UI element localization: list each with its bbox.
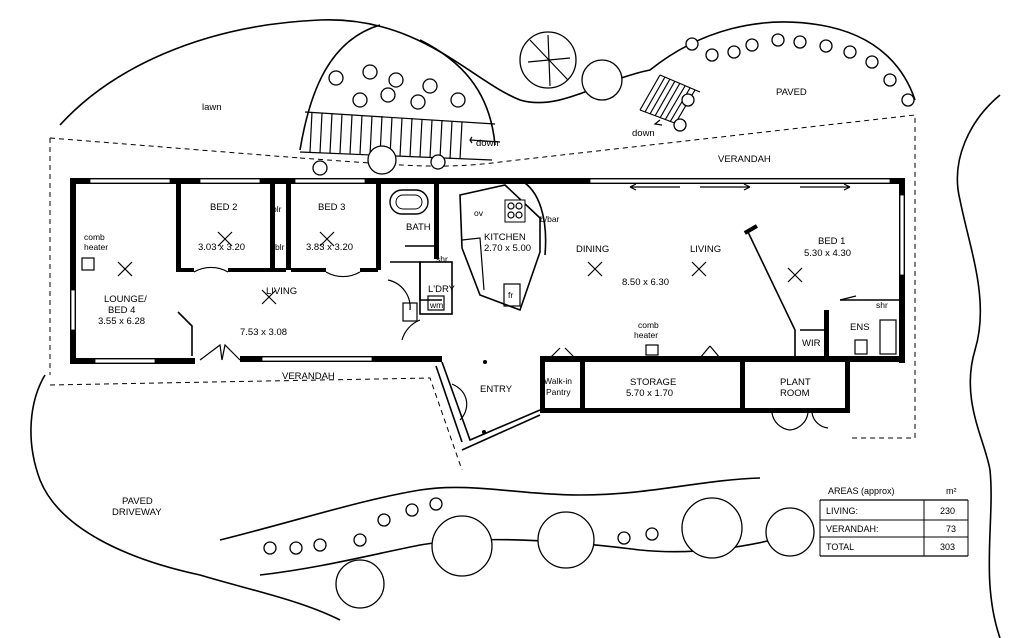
areas-table-header: AREAS (approx)	[828, 486, 895, 496]
paved-driveway-label-2: DRIVEWAY	[112, 507, 162, 518]
bed3-dims: 3.83 x 3.20	[306, 242, 353, 253]
bed1-label: BED 1	[818, 236, 845, 247]
steps-right	[639, 74, 701, 126]
doors	[193, 183, 857, 431]
verandah-top-label: VERANDAH	[718, 154, 771, 165]
lounge-dims: 3.55 x 6.28	[98, 316, 145, 327]
lawn-path-edge-2	[419, 39, 496, 146]
comb-heater-mid-label-2: heater	[634, 330, 658, 340]
areas-row-living-value: 230	[940, 506, 955, 516]
driveway-edge-top	[219, 477, 761, 541]
lawn-path-edge	[299, 24, 381, 151]
comb-heater-mid-label-1: comb	[638, 320, 659, 330]
shr-bath-label: shr	[436, 254, 448, 264]
room-markers	[117, 231, 803, 305]
dining-label: DINING	[576, 244, 609, 255]
bed1-dims: 5.30 x 4.30	[804, 248, 851, 259]
verandah-top-outline	[49, 114, 916, 439]
dining-living-dims: 8.50 x 6.30	[622, 277, 669, 288]
living-right-label: LIVING	[690, 244, 721, 255]
blr-label-1: blr	[272, 204, 282, 214]
wm-label: wm	[429, 300, 443, 310]
oven-label: ov	[474, 208, 484, 218]
room-labels: lawn down down PAVED VERANDAH VERANDAH c…	[84, 87, 888, 518]
paved-driveway-label-1: PAVED	[122, 496, 153, 507]
landscaping-trees	[263, 31, 915, 609]
wir-label: WIR	[802, 338, 821, 349]
areas-table: AREAS (approx) m² LIVING: 230 VERANDAH: …	[819, 478, 969, 558]
comb-heater-left-label-1: comb	[84, 232, 105, 242]
storage-label: STORAGE	[630, 377, 676, 388]
comb-heater-left-label-2: heater	[84, 242, 108, 252]
bbar-label: b/bar	[540, 214, 560, 224]
ens-label: ENS	[850, 322, 870, 333]
walkin-label-1: Walk-in	[544, 376, 572, 386]
areas-row-living-label: LIVING:	[826, 506, 858, 516]
plant-room-label-1: PLANT	[780, 377, 811, 388]
bath-label: BATH	[406, 222, 431, 233]
down-label-right: down	[632, 128, 655, 139]
lounge-label-1: LOUNGE/	[104, 294, 147, 305]
entry-label: ENTRY	[480, 384, 513, 395]
site-boundary-left	[30, 374, 341, 621]
areas-row-total-value: 303	[940, 542, 955, 552]
verandah-bottom-label: VERANDAH	[282, 371, 335, 382]
living-left-dims: 7.53 x 3.08	[240, 327, 287, 338]
walkin-label-2: Pantry	[546, 387, 571, 397]
kitchen-label: KITCHEN	[484, 232, 526, 243]
blr-label-2: blr	[275, 242, 285, 252]
house-walls	[70, 178, 905, 451]
site-boundary-right	[956, 94, 1001, 638]
areas-row-total-label: TOTAL	[826, 542, 854, 552]
kitchen-dims: 2.70 x 5.00	[484, 243, 531, 254]
areas-table-unit: m²	[946, 486, 957, 496]
areas-row-verandah-value: 73	[946, 524, 956, 534]
verandah-bottom-outline	[49, 377, 463, 471]
bed2-label: BED 2	[210, 202, 237, 213]
storage-dims: 5.70 x 1.70	[626, 388, 673, 399]
living-left-label: LIVING	[266, 286, 297, 297]
plant-room-label-2: ROOM	[780, 388, 810, 399]
bed3-label: BED 3	[318, 202, 345, 213]
shr-ens-label: shr	[876, 300, 888, 310]
fridge-label: fr	[508, 290, 513, 300]
garden-boundary-top	[59, 19, 916, 126]
bed2-dims: 3.03 x 3.20	[198, 242, 245, 253]
lounge-label-2: BED 4	[108, 305, 135, 316]
down-label-left: down	[476, 138, 499, 149]
lawn-label: lawn	[202, 102, 222, 113]
ldry-label: L'DRY	[428, 284, 456, 295]
areas-row-verandah-label: VERANDAH:	[826, 524, 879, 534]
paved-top-label: PAVED	[776, 87, 807, 98]
steps-left	[299, 111, 501, 161]
